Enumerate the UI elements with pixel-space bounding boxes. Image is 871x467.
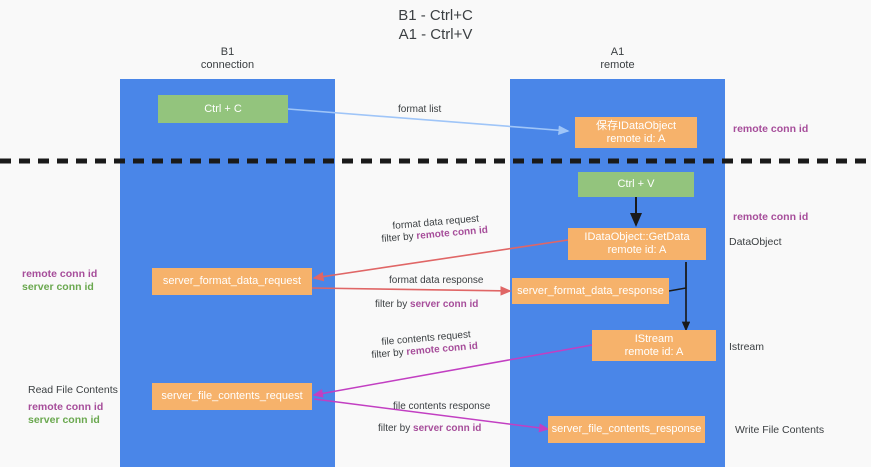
annotation-write-file-contents: Write File Contents	[735, 424, 824, 437]
filter-key-server-conn-id-1: server conn id	[410, 299, 479, 310]
node-ctrl-c-label: Ctrl + C	[204, 102, 242, 115]
annotation-dataobject: DataObject	[729, 236, 782, 249]
annotation-istream-text: Istream	[729, 341, 765, 353]
node-server-file-contents-response-label: server_file_contents_response	[551, 423, 702, 435]
lane-header-b1: B1 connection	[120, 46, 335, 72]
annotation-left-conn-ids-1: remote conn id server conn id	[22, 268, 97, 294]
annotation-write-file-contents-text: Write File Contents	[735, 424, 825, 436]
annotation-istream: Istream	[729, 341, 764, 354]
filter-prefix-1: filter by	[381, 230, 417, 245]
annotation-remote-conn-id-top-text: remote conn id	[733, 123, 809, 135]
node-save-idataobject[interactable]: 保存IDataObject remote id: A	[575, 117, 697, 148]
node-idataobject-getdata[interactable]: IDataObject::GetData remote id: A	[568, 228, 706, 260]
annotation-left-server-conn-id-2: server conn id	[28, 414, 100, 426]
node-save-idataobject-line1: 保存IDataObject	[595, 119, 677, 132]
connector-format-data-request	[312, 239, 569, 282]
annotation-remote-conn-id-mid: remote conn id	[733, 211, 808, 224]
node-server-format-data-request-label: server_format_data_request	[162, 275, 302, 287]
edge-label-format-data-response-filter: filter by server conn id	[375, 298, 478, 311]
node-getdata-line1: IDataObject::GetData	[584, 231, 690, 243]
node-istream[interactable]: IStream remote id: A	[592, 330, 716, 361]
node-server-file-contents-request-label: server_file_contents_request	[161, 390, 303, 402]
filter-prefix-2: filter by	[375, 299, 411, 310]
edge-label-file-contents-response-filter: filter by server conn id	[378, 422, 481, 435]
annotation-left-conn-ids-2: remote conn id server conn id	[28, 401, 103, 427]
node-istream-line2: remote id: A	[624, 345, 684, 358]
annotation-left-remote-conn-id-2: remote conn id	[28, 401, 104, 413]
node-ctrl-v-label: Ctrl + V	[617, 178, 655, 190]
node-ctrl-v[interactable]: Ctrl + V	[578, 172, 694, 197]
diagram-title: B1 - Ctrl+C A1 - Ctrl+V	[0, 6, 871, 44]
node-istream-line1: IStream	[634, 332, 674, 345]
node-server-format-data-request[interactable]: server_format_data_request	[152, 268, 312, 295]
node-server-format-data-response-label: server_format_data_response	[517, 284, 664, 297]
annotation-dataobject-text: DataObject	[729, 236, 782, 248]
annotation-read-file-contents-text: Read File Contents	[28, 384, 118, 396]
annotation-left-server-conn-id-1: server conn id	[22, 281, 94, 293]
edge-label-file-contents-response: file contents response	[393, 401, 491, 412]
filter-prefix-4: filter by	[378, 423, 414, 434]
node-getdata-line2: remote id: A	[607, 244, 667, 256]
node-server-format-data-response[interactable]: server_format_data_response	[512, 278, 669, 304]
connector-file-contents-response	[313, 398, 550, 433]
node-server-file-contents-request[interactable]: server_file_contents_request	[152, 383, 312, 410]
edge-label-format-list: format list	[398, 104, 442, 115]
lane-header-b1-role: connection	[200, 59, 255, 71]
title-line-2: A1 - Ctrl+V	[398, 26, 473, 43]
title-line-1: B1 - Ctrl+C	[398, 7, 473, 24]
node-save-idataobject-line2: remote id: A	[606, 132, 666, 145]
connector-getdata-to-sfdresp	[668, 262, 687, 292]
annotation-remote-conn-id-mid-text: remote conn id	[733, 211, 809, 223]
connector-format-data-response	[311, 286, 512, 296]
lane-header-a1-role: remote	[600, 59, 635, 71]
lane-header-a1: A1 remote	[510, 46, 725, 72]
node-ctrl-c[interactable]: Ctrl + C	[158, 95, 288, 123]
lane-header-b1-name: B1	[220, 46, 235, 58]
node-server-file-contents-response[interactable]: server_file_contents_response	[548, 416, 705, 443]
annotation-read-file-contents: Read File Contents	[28, 384, 118, 397]
edge-label-format-data-response: format data response	[389, 275, 484, 286]
annotation-remote-conn-id-top: remote conn id	[733, 123, 808, 136]
filter-key-server-conn-id-2: server conn id	[413, 423, 482, 434]
annotation-left-remote-conn-id-1: remote conn id	[22, 268, 98, 280]
lane-header-a1-name: A1	[610, 46, 625, 58]
connector-file-contents-request	[312, 344, 593, 398]
connector-format-list	[287, 108, 570, 136]
filter-prefix-3: filter by	[371, 346, 407, 361]
